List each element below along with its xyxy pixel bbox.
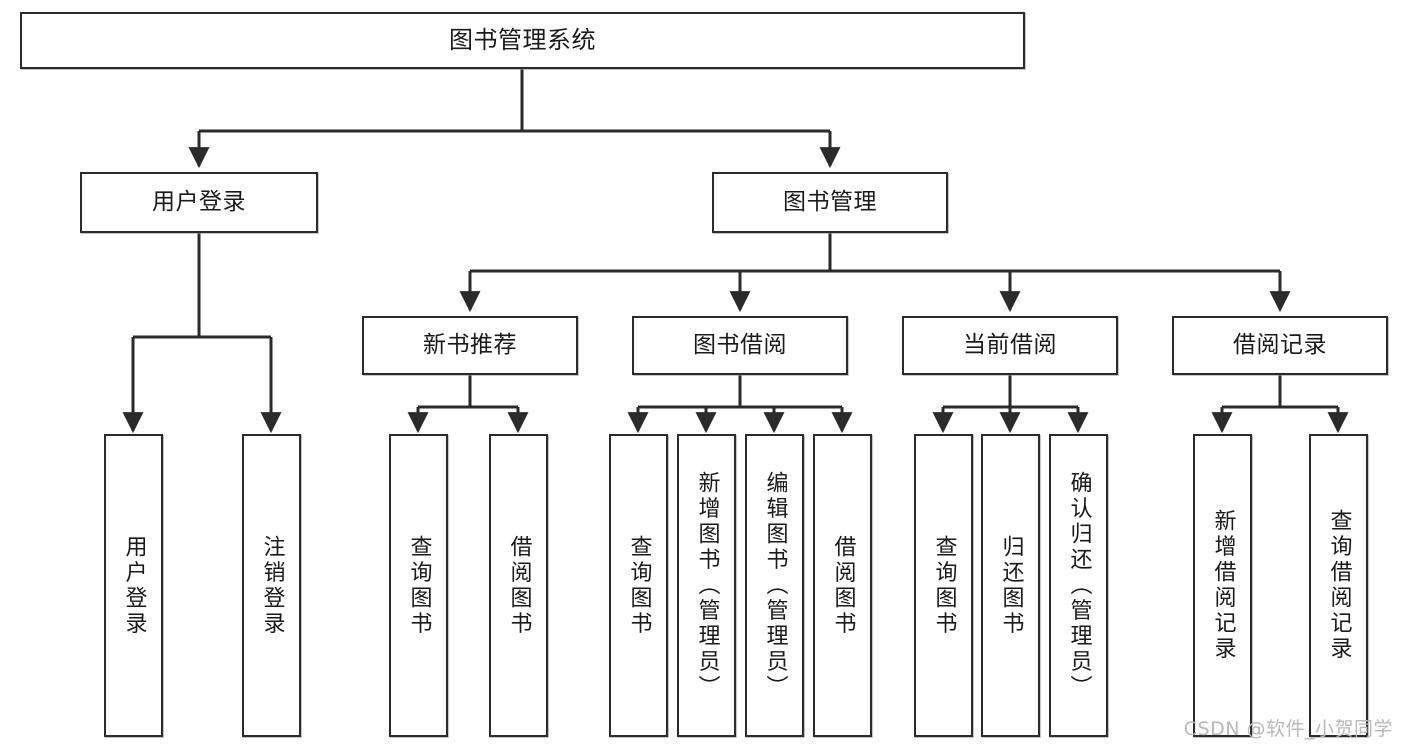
leaf-book-borrow-2-label: 新增图书（管理员） <box>694 470 720 701</box>
leaf-current-borrow-3[interactable]: 确认归还（管理员） <box>1049 434 1108 737</box>
leaf-borrow-record-2[interactable]: 查询借阅记录 <box>1309 434 1368 737</box>
leaf-user-login-2[interactable]: 注销登录 <box>242 434 301 737</box>
node-borrow-record-label: 借阅记录 <box>1233 331 1327 358</box>
node-root[interactable]: 图书管理系统 <box>20 12 1025 69</box>
leaf-current-borrow-2-label: 归还图书 <box>998 534 1024 637</box>
leaf-book-borrow-4-label: 借阅图书 <box>830 534 856 637</box>
leaf-book-borrow-4[interactable]: 借阅图书 <box>813 434 872 737</box>
leaf-user-login-1[interactable]: 用户登录 <box>104 434 163 737</box>
node-borrow-record[interactable]: 借阅记录 <box>1172 316 1388 375</box>
leaf-borrow-record-1[interactable]: 新增借阅记录 <box>1193 434 1252 737</box>
leaf-book-borrow-1[interactable]: 查询图书 <box>609 434 668 737</box>
leaf-current-borrow-2[interactable]: 归还图书 <box>981 434 1040 737</box>
node-user-login-label: 用户登录 <box>152 188 246 215</box>
leaf-book-borrow-3-label: 编辑图书（管理员） <box>762 470 788 701</box>
leaf-current-borrow-1-label: 查询图书 <box>931 534 957 637</box>
leaf-recommend-2-label: 借阅图书 <box>506 534 532 637</box>
leaf-user-login-2-label: 注销登录 <box>259 534 285 637</box>
leaf-borrow-record-1-label: 新增借阅记录 <box>1210 509 1236 662</box>
leaf-book-borrow-2[interactable]: 新增图书（管理员） <box>677 434 736 737</box>
node-current-borrow-label: 当前借阅 <box>963 331 1057 358</box>
node-book-manage-label: 图书管理 <box>783 188 877 215</box>
node-book-borrow[interactable]: 图书借阅 <box>632 316 848 375</box>
leaf-recommend-1[interactable]: 查询图书 <box>389 434 448 737</box>
node-root-label: 图书管理系统 <box>449 26 596 55</box>
node-new-book-recommend[interactable]: 新书推荐 <box>362 316 578 375</box>
leaf-current-borrow-3-label: 确认归还（管理员） <box>1066 470 1092 701</box>
node-book-manage[interactable]: 图书管理 <box>712 172 948 233</box>
leaf-current-borrow-1[interactable]: 查询图书 <box>914 434 973 737</box>
node-new-book-recommend-label: 新书推荐 <box>423 331 517 358</box>
node-user-login[interactable]: 用户登录 <box>80 172 318 233</box>
watermark: CSDN @软件_小贺同学 <box>1183 718 1393 740</box>
leaf-recommend-1-label: 查询图书 <box>406 534 432 637</box>
node-current-borrow[interactable]: 当前借阅 <box>902 316 1118 375</box>
node-book-borrow-label: 图书借阅 <box>693 331 787 358</box>
leaf-book-borrow-3[interactable]: 编辑图书（管理员） <box>745 434 804 737</box>
leaf-recommend-2[interactable]: 借阅图书 <box>489 434 548 737</box>
leaf-book-borrow-1-label: 查询图书 <box>626 534 652 637</box>
leaf-borrow-record-2-label: 查询借阅记录 <box>1326 509 1352 662</box>
leaf-user-login-1-label: 用户登录 <box>121 534 147 637</box>
